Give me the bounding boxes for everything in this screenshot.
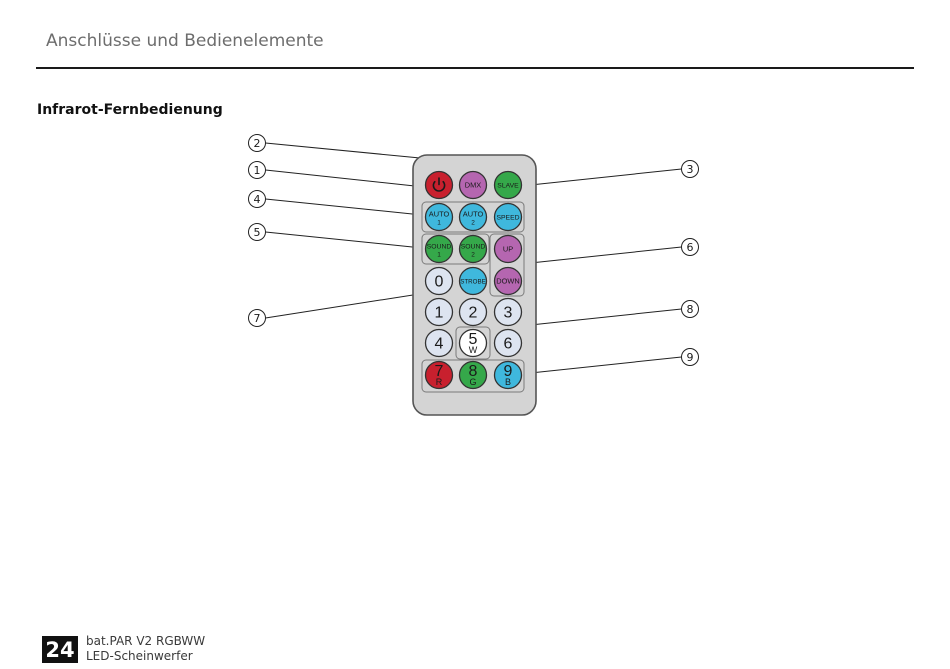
- button-seven[interactable]: 7R: [424, 360, 454, 390]
- button-label: AUTO: [463, 210, 484, 219]
- button-label: SLAVE: [497, 183, 519, 190]
- callout-markers: 1 2 3 4 5 6 7 8 9: [248, 134, 699, 366]
- callout-number: 6: [687, 241, 694, 254]
- button-four[interactable]: 4: [424, 328, 454, 358]
- button-strobe[interactable]: STROBE: [458, 266, 488, 296]
- leader-line-9: [520, 356, 682, 375]
- leader-line-5: [265, 231, 423, 249]
- button-sublabel: G: [469, 377, 476, 387]
- callout-9: 9: [681, 348, 699, 366]
- button-label: 9: [504, 363, 513, 380]
- button-label: 2: [469, 305, 478, 322]
- callout-2: 2: [248, 134, 266, 152]
- button-one[interactable]: 1: [424, 297, 454, 327]
- leader-line-1: [265, 169, 425, 188]
- footer-product-name: bat.PAR V2 RGBWW: [86, 634, 206, 648]
- button-two[interactable]: 2: [458, 297, 488, 327]
- button-slave[interactable]: SLAVE: [493, 170, 523, 200]
- callout-number: 5: [254, 226, 261, 239]
- button-five[interactable]: 5W: [458, 328, 488, 358]
- button-zero[interactable]: 0: [424, 266, 454, 296]
- leader-line-8: [520, 308, 682, 327]
- button-sublabel: R: [436, 377, 443, 387]
- leader-line-6: [520, 246, 682, 265]
- group-frame-sound: [421, 233, 490, 265]
- button-label: 8: [469, 363, 478, 380]
- button-three[interactable]: 3: [493, 297, 523, 327]
- callout-4: 4: [248, 190, 266, 208]
- button-sublabel: 2: [471, 220, 475, 227]
- button-label: 0: [435, 274, 444, 291]
- button-nine[interactable]: 9B: [493, 360, 523, 390]
- button-label: 7: [435, 363, 444, 380]
- button-power[interactable]: [424, 170, 454, 200]
- callout-number: 9: [687, 351, 694, 364]
- button-label: 1: [435, 305, 444, 322]
- callout-1: 1: [248, 161, 266, 179]
- button-label: 4: [435, 336, 444, 353]
- callout-7: 7: [248, 309, 266, 327]
- button-label: 3: [504, 305, 513, 322]
- callout-3: 3: [681, 160, 699, 178]
- button-down[interactable]: DOWN: [493, 266, 523, 296]
- button-sublabel: 1: [437, 220, 441, 227]
- button-label: SOUND: [461, 244, 486, 251]
- button-sublabel: B: [505, 377, 511, 387]
- button-label: DOWN: [496, 277, 519, 286]
- button-group-frames: [421, 201, 525, 393]
- group-frame-rgb: [421, 359, 525, 393]
- group-frame-five: [455, 326, 491, 360]
- callout-number: 8: [687, 303, 694, 316]
- button-label: STROBE: [460, 279, 485, 286]
- footer-product-type: LED-Scheinwerfer: [86, 649, 193, 663]
- callout-number: 3: [687, 163, 694, 176]
- callout-6: 6: [681, 238, 699, 256]
- button-label: DMX: [465, 181, 481, 190]
- button-sublabel: W: [469, 345, 478, 355]
- button-label: SPEED: [496, 215, 519, 222]
- callout-5: 5: [248, 223, 266, 241]
- callout-number: 2: [254, 137, 261, 150]
- button-sublabel: 1: [437, 252, 441, 259]
- section-title: Infrarot-Fernbedienung: [37, 102, 223, 118]
- group-frame-auto: [421, 201, 525, 233]
- page-number-badge: 24: [42, 636, 78, 663]
- button-label: SOUND: [427, 244, 452, 251]
- leader-line-4: [265, 198, 423, 216]
- button-up[interactable]: UP: [493, 234, 523, 264]
- header-divider: [36, 67, 914, 69]
- button-label: AUTO: [429, 210, 450, 219]
- button-label: 5: [469, 331, 478, 348]
- button-speed[interactable]: SPEED: [493, 202, 523, 232]
- button-label: UP: [503, 245, 513, 254]
- button-dmx[interactable]: DMX: [458, 170, 488, 200]
- callout-8: 8: [681, 300, 699, 318]
- button-label: 6: [504, 336, 513, 353]
- group-frame-up-down: [489, 233, 525, 297]
- button-six[interactable]: 6: [493, 328, 523, 358]
- page-header-title: Anschlüsse und Bedienelemente: [46, 31, 324, 51]
- callout-number: 7: [254, 312, 261, 325]
- leader-line-3: [520, 168, 682, 187]
- power-icon: [432, 177, 446, 192]
- button-sublabel: 2: [471, 252, 475, 259]
- callout-number: 4: [254, 193, 261, 206]
- callout-number: 1: [254, 164, 261, 177]
- button-eight[interactable]: 8G: [458, 360, 488, 390]
